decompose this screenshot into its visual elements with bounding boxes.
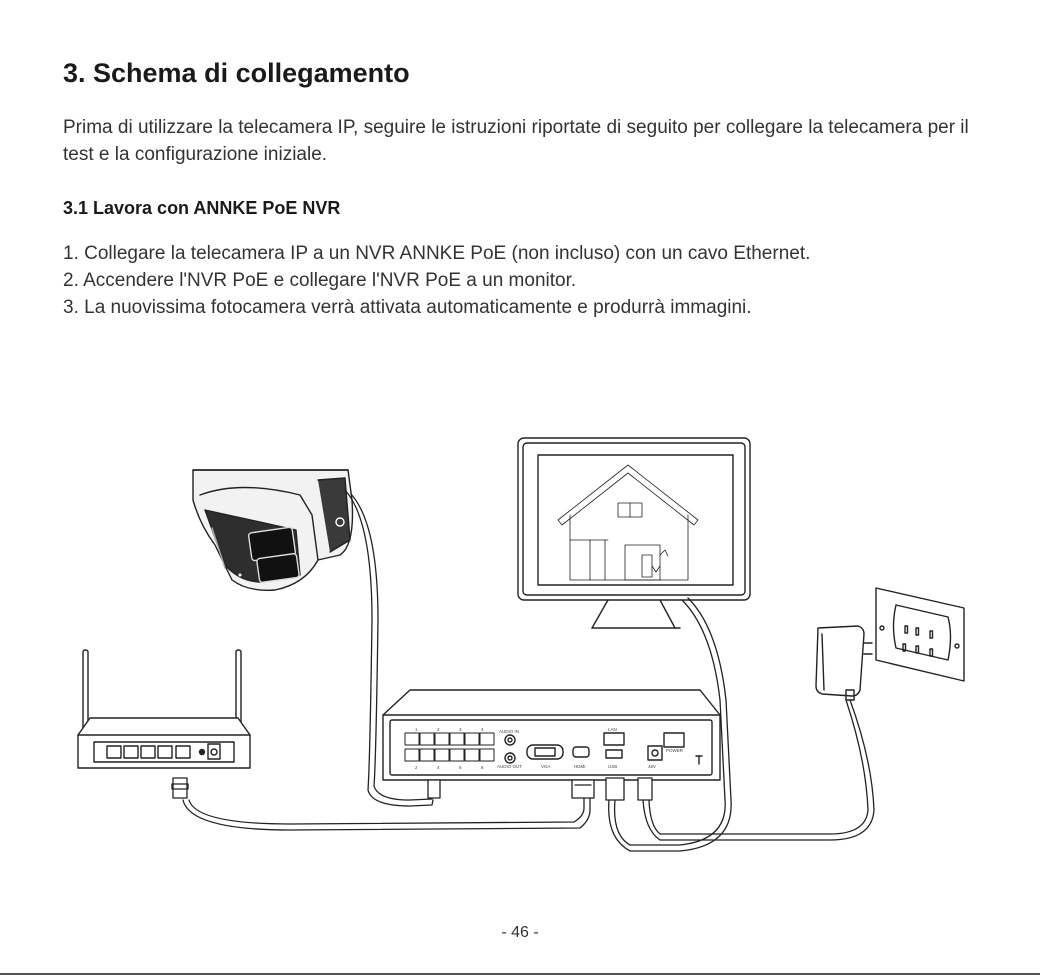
audio-in-label: AUDIO IN: [499, 729, 519, 734]
port-number-label: 6: [459, 765, 462, 770]
section-title: 3. Schema di collegamento: [63, 58, 410, 88]
port-number-label: 4: [437, 765, 440, 770]
audio-out-label: AUDIO OUT: [497, 764, 522, 769]
steps-list: 1. Collegare la telecamera IP a un NVR A…: [63, 240, 810, 321]
router: [77, 649, 251, 769]
dc-label: 48V: [648, 764, 656, 769]
intro-paragraph: Prima di utilizzare la telecamera IP, se…: [63, 117, 969, 165]
nvr-recorder: 1 2 3 4 2 4 6 8 AUDIO IN AUDIO OUT VGA H…: [382, 689, 721, 781]
port-number-label: 1: [415, 727, 418, 732]
subsection-title: 3.1 Lavora con ANNKE PoE NVR: [63, 198, 341, 218]
bottom-divider: [0, 973, 1040, 975]
hdmi-label: HDMI: [574, 764, 586, 769]
port-number-label: 2: [437, 727, 440, 732]
step-item: 2. Accendere l'NVR PoE e collegare l'NVR…: [63, 270, 577, 291]
lan-label: LAN: [608, 727, 617, 732]
poe-ports: [404, 732, 495, 762]
dome-camera: [192, 469, 354, 591]
wall-outlet: [875, 587, 965, 682]
page-number: - 46 -: [501, 924, 539, 941]
power-label: POWER: [666, 748, 684, 753]
power-adapter: [815, 625, 873, 701]
connection-diagram: 1 2 3 4 2 4 6 8 AUDIO IN AUDIO OUT VGA H…: [77, 437, 965, 852]
port-number-label: 4: [481, 727, 484, 732]
port-number-label: 8: [481, 765, 484, 770]
port-number-label: 3: [459, 727, 462, 732]
monitor: [517, 437, 751, 629]
usb-label: USB: [608, 764, 617, 769]
vga-label: VGA: [541, 764, 551, 769]
cables: [171, 489, 875, 852]
port-number-label: 2: [415, 765, 418, 770]
step-item: 1. Collegare la telecamera IP a un NVR A…: [63, 243, 811, 264]
step-item: 3. La nuovissima fotocamera verrà attiva…: [63, 297, 752, 318]
